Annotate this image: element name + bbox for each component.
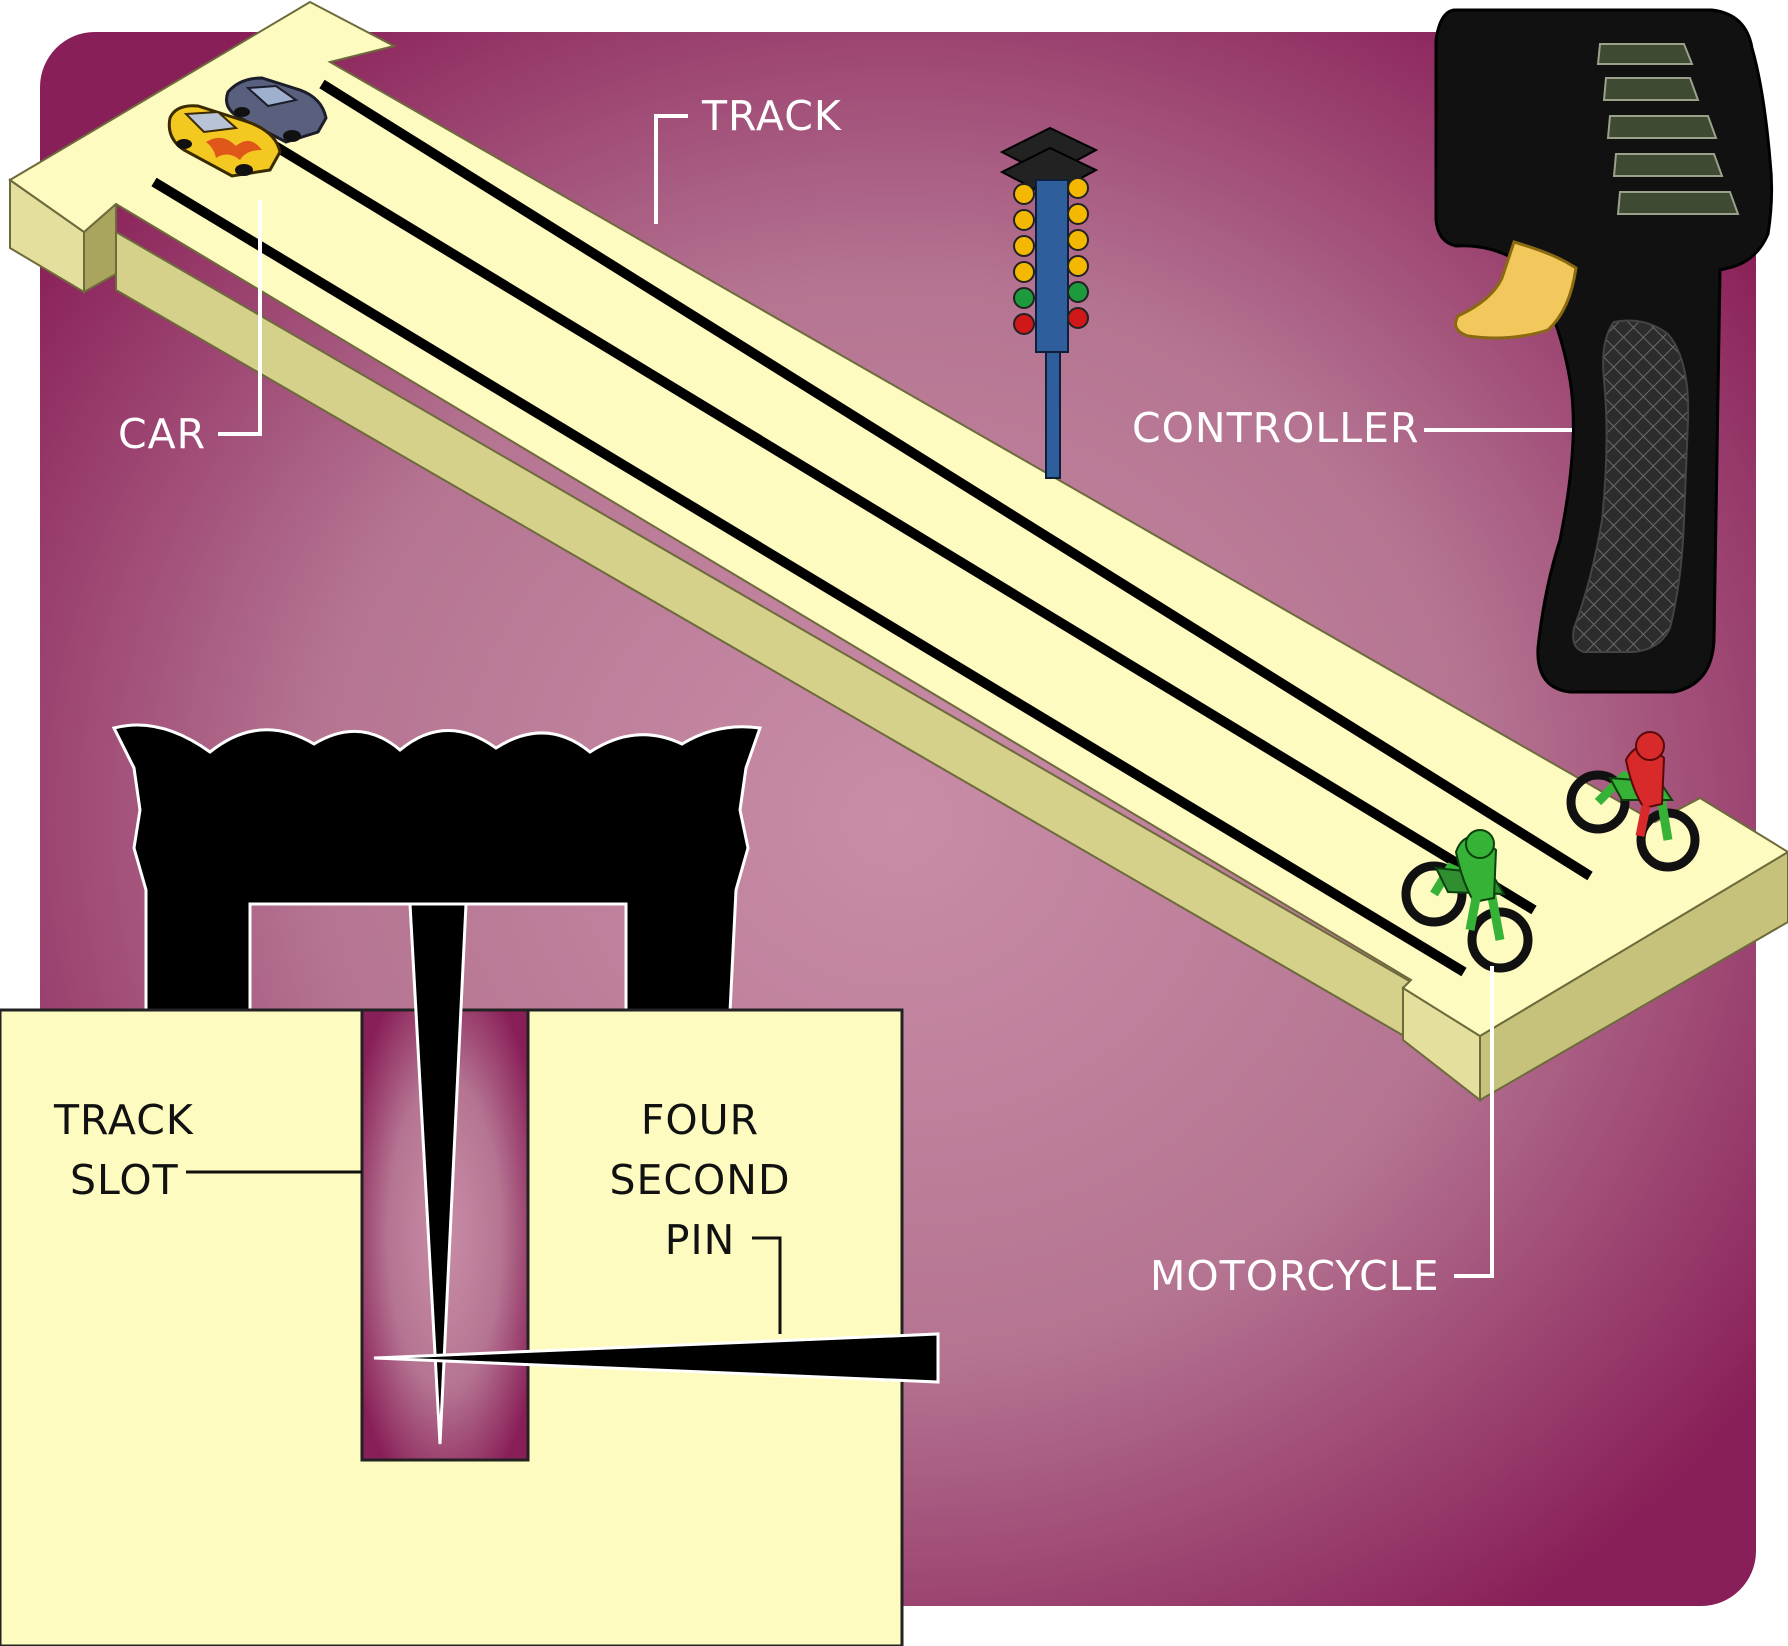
carrier-body bbox=[111, 723, 763, 1014]
red-motorcycle bbox=[1566, 731, 1700, 872]
track-slot-2 bbox=[239, 121, 1537, 915]
right-lamps bbox=[1067, 177, 1089, 329]
track-leader bbox=[654, 114, 688, 224]
blue-car bbox=[225, 76, 328, 144]
motorcycle-icon bbox=[1401, 731, 1700, 973]
left-lamps bbox=[1013, 183, 1035, 335]
pin-label-line1: FOUR bbox=[641, 1096, 759, 1144]
yellow-car bbox=[167, 104, 282, 178]
track bbox=[8, 0, 1788, 1103]
controller-label: CONTROLLER bbox=[1132, 404, 1419, 452]
motorcycle-label: MOTORCYCLE bbox=[1150, 1252, 1440, 1300]
motorcycle-leader bbox=[1454, 966, 1494, 1278]
track-slot-3 bbox=[151, 177, 1467, 977]
car-label: CAR bbox=[118, 410, 206, 458]
hand-controller-icon bbox=[1434, 8, 1774, 694]
track-slot-1 bbox=[319, 79, 1593, 881]
guide-pin bbox=[408, 902, 468, 1445]
second-pin bbox=[373, 1332, 940, 1384]
green-motorcycle bbox=[1401, 829, 1533, 973]
track-label: TRACK bbox=[701, 92, 842, 140]
drag-start-lights-icon bbox=[999, 126, 1099, 479]
slot-car-icon bbox=[167, 76, 328, 178]
pin-label-line2: SECOND bbox=[609, 1156, 790, 1204]
car-leader bbox=[218, 200, 262, 436]
track-slot-label-line1: TRACK bbox=[53, 1096, 194, 1144]
pin-cross-section bbox=[0, 723, 940, 1646]
leader-lines bbox=[218, 114, 1572, 1278]
pin-leader bbox=[752, 1236, 782, 1334]
cross-section-leaders bbox=[186, 1170, 782, 1334]
track-slot-label-line2: SLOT bbox=[70, 1156, 179, 1204]
pin-label-line3: PIN bbox=[665, 1216, 736, 1264]
